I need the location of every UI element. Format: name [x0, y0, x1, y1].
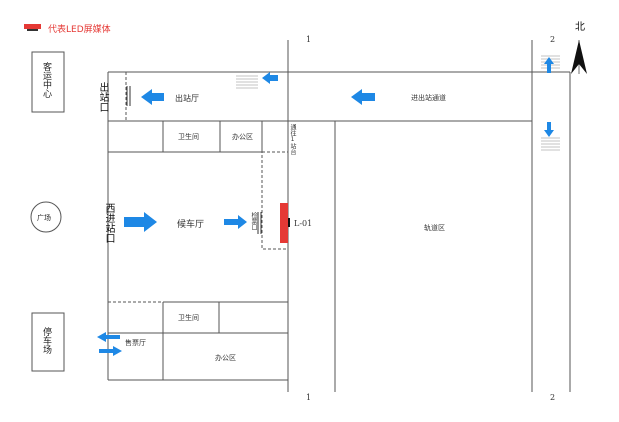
exit-gate-label: 出站口: [97, 82, 108, 112]
arrow-stair-left: [262, 72, 278, 84]
dispatch-center-label: 客运中心: [41, 62, 51, 98]
axis-top-1: 1: [306, 35, 312, 44]
axis-bottom-2: 2: [550, 393, 556, 402]
waiting-hall-label: 候车厅: [177, 220, 205, 230]
restroom-top-label: 卫生间: [178, 133, 199, 141]
west-entrance-label: 西进站口: [103, 203, 114, 243]
legend-led-swatch: [24, 24, 41, 29]
arrow-entrance-right: [124, 212, 157, 232]
axis-bottom-1: 1: [306, 393, 312, 402]
arrow-stair-down: [544, 122, 554, 137]
exit-hall-label: 出站厅: [175, 94, 199, 103]
arrow-stair-up: [544, 57, 554, 73]
arrow-passage-left: [351, 89, 375, 105]
ticket-hall-label: 售票厅: [125, 339, 146, 347]
parking-label: 停车场: [41, 327, 51, 354]
restroom-bottom-label: 卫生间: [178, 314, 199, 322]
arrow-ticket-out: [99, 346, 122, 356]
office-bottom-label: 办公区: [215, 354, 236, 362]
led-screen-l01: [280, 203, 288, 243]
arrow-exit-left: [141, 89, 164, 105]
compass-label: 北: [575, 22, 585, 33]
passage-gate-label: 通往1站台: [289, 124, 296, 155]
parking-box: [31, 312, 65, 372]
arrow-check-right: [224, 215, 247, 229]
square-label: 广场: [37, 214, 51, 222]
check-gate-label: 检票口: [250, 212, 257, 230]
led-label: L-01: [294, 219, 313, 228]
track-area-label: 轨道区: [424, 224, 445, 232]
square-circle: [30, 201, 62, 233]
office-top-label: 办公区: [232, 133, 253, 141]
exit-passage-label: 进出站通道: [411, 94, 446, 102]
legend-text: 代表LED屏媒体: [48, 25, 111, 35]
axis-top-2: 2: [550, 35, 556, 44]
dispatch-center-box: [31, 51, 65, 113]
arrow-ticket-in: [97, 332, 120, 342]
north-compass-icon: [571, 40, 587, 74]
